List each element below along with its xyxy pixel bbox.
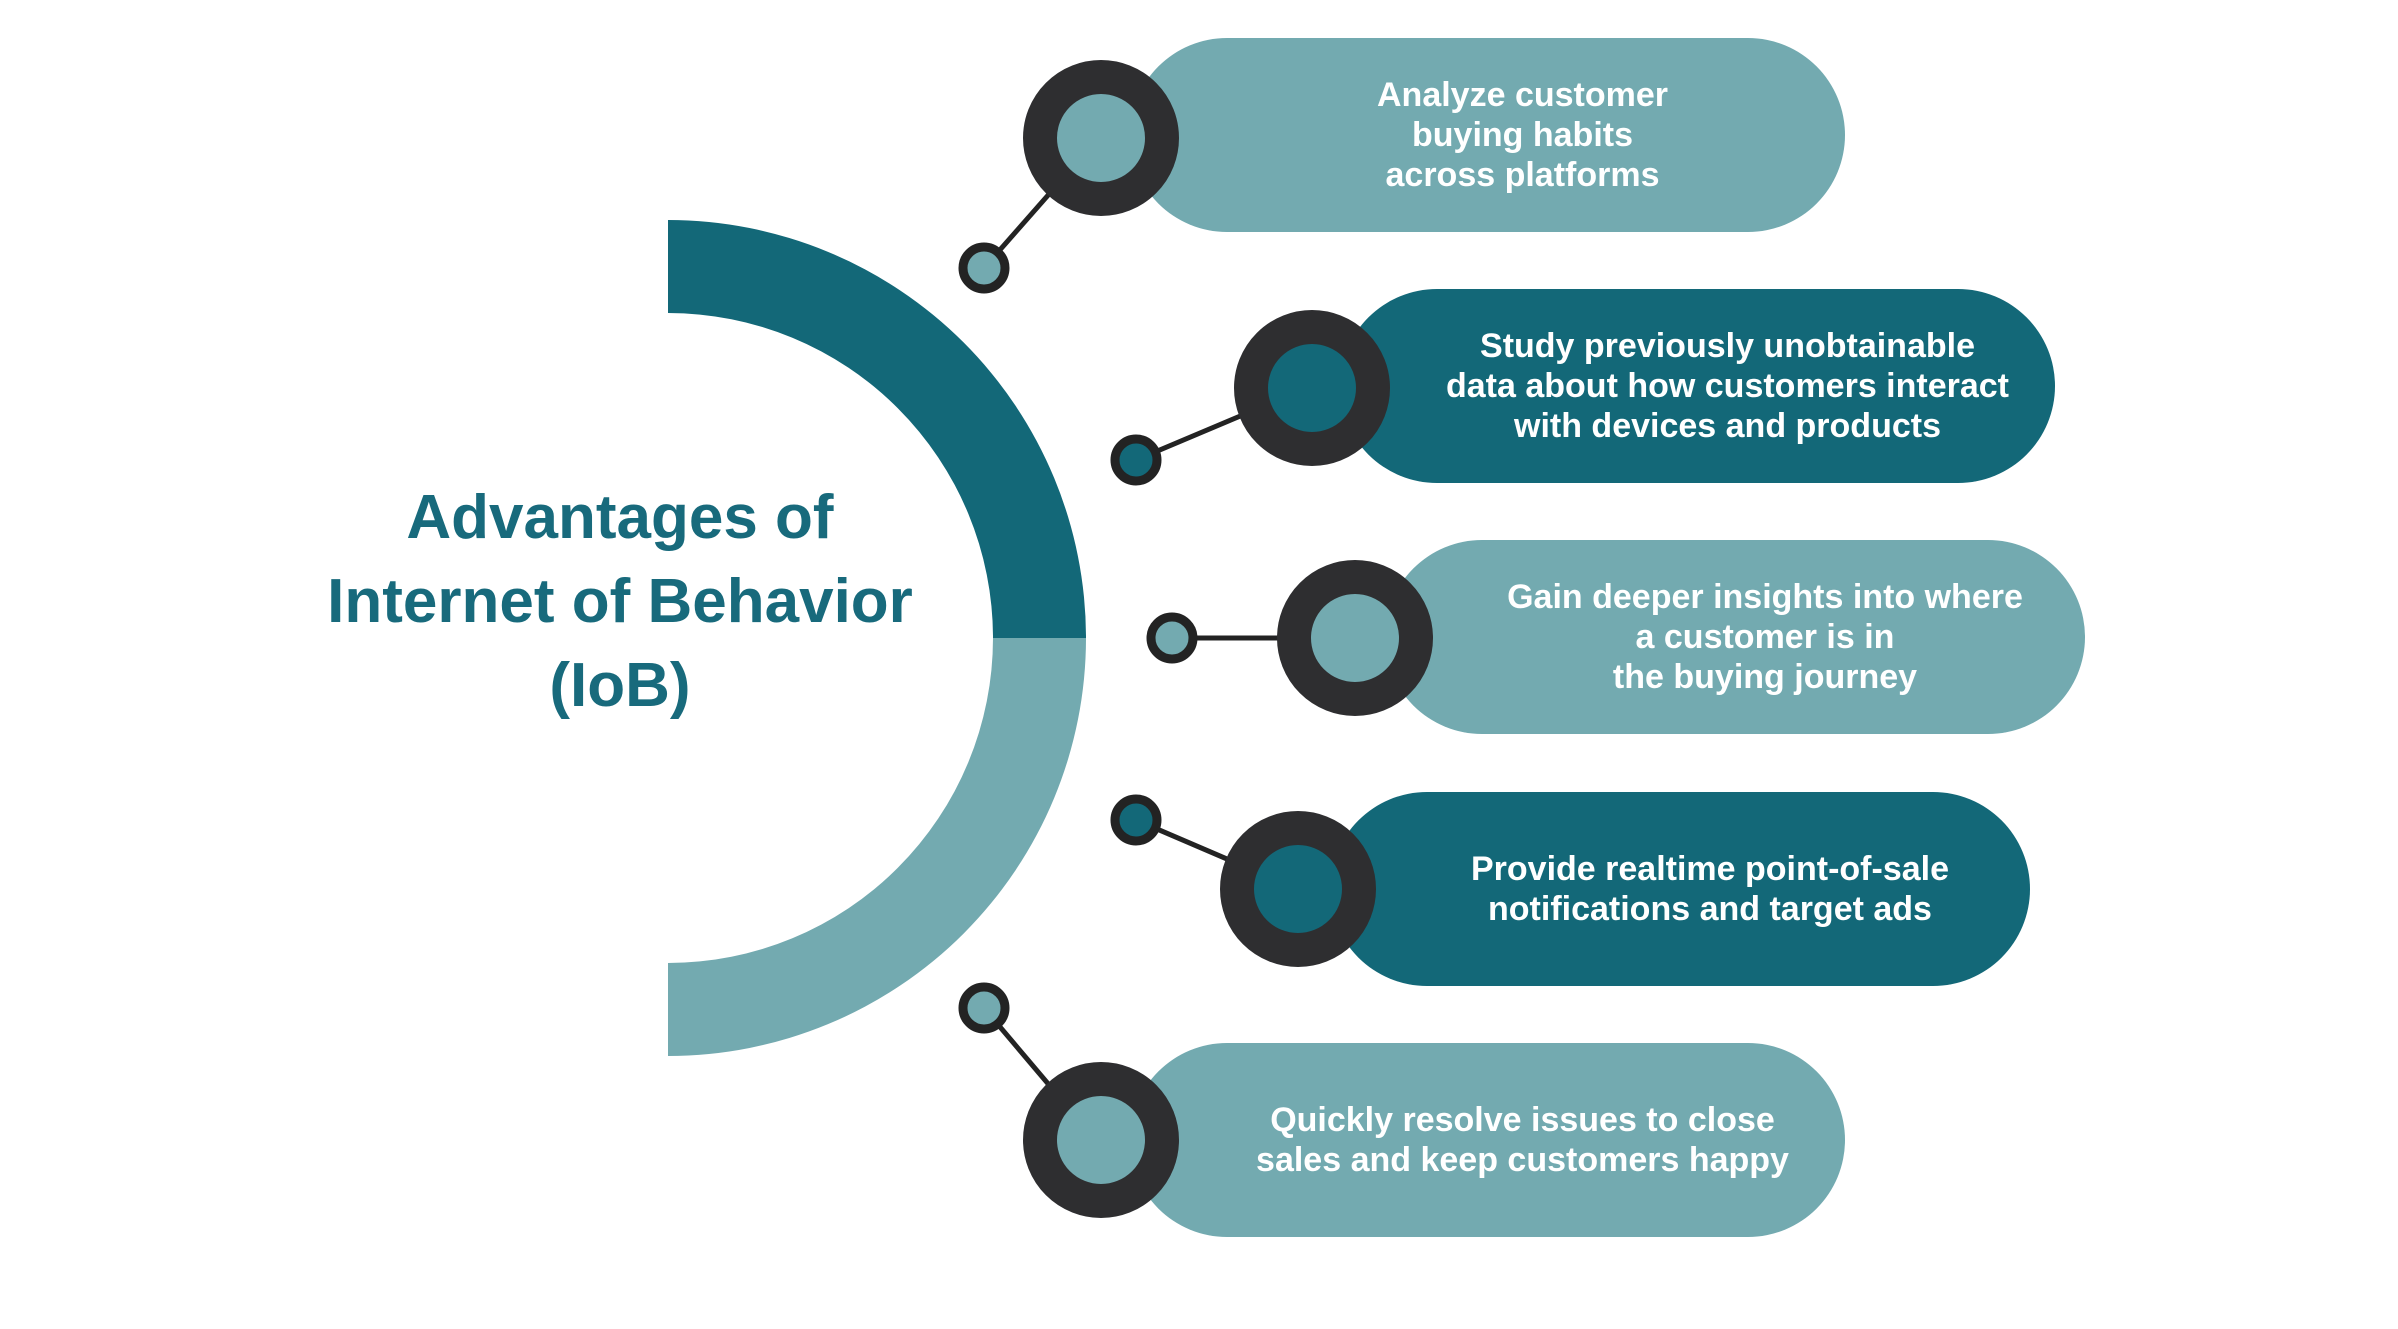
title-line-2: Internet of Behavior	[327, 567, 913, 636]
advantage-5-line-1: Quickly resolve issues to close	[1270, 1101, 1775, 1139]
title-line-1: Advantages of	[406, 483, 834, 552]
small-node-3	[1146, 612, 1198, 664]
advantage-pill-4: Provide realtime point-of-sale notificat…	[1330, 792, 2030, 986]
advantage-pill-5: Quickly resolve issues to close sales an…	[1130, 1043, 1845, 1237]
small-node-2	[1110, 434, 1162, 486]
advantage-3-line-3: the buying journey	[1612, 658, 1918, 696]
advantage-2-line-2: data about how customers interact	[1446, 367, 2009, 405]
advantage-1-line-2: buying habits	[1412, 116, 1633, 154]
title-line-3: (IoB)	[549, 651, 691, 720]
advantage-4-line-1: Provide realtime point-of-sale	[1471, 850, 1949, 888]
advantage-4-line-2: notifications and target ads	[1488, 890, 1932, 928]
half-ring-top-segment	[668, 220, 1086, 638]
diagram-title: Advantages of Internet of Behavior (IoB)	[240, 476, 1000, 728]
advantage-1-line-3: across platforms	[1385, 156, 1660, 194]
advantage-pill-1: Analyze customer buying habits across pl…	[1130, 38, 1845, 232]
advantage-1-line-1: Analyze customer	[1377, 76, 1668, 114]
small-node-1	[958, 242, 1010, 294]
small-node-5	[958, 982, 1010, 1034]
advantage-pill-3: Gain deeper insights into where a custom…	[1385, 540, 2085, 734]
advantage-5-line-2: sales and keep customers happy	[1256, 1141, 1789, 1179]
connector-line-5	[982, 1006, 1096, 1140]
advantage-2-line-1: Study previously unobtainable	[1480, 327, 1975, 365]
half-ring-bottom-segment	[668, 638, 1086, 1056]
advantage-2-line-3: with devices and products	[1514, 407, 1941, 445]
small-node-4	[1110, 794, 1162, 846]
advantage-pill-2: Study previously unobtainable data about…	[1340, 289, 2055, 483]
advantage-3-line-1: Gain deeper insights into where	[1507, 578, 2023, 616]
advantage-3-line-2: a customer is in	[1635, 618, 1895, 656]
connector-line-2	[1135, 387, 1303, 463]
